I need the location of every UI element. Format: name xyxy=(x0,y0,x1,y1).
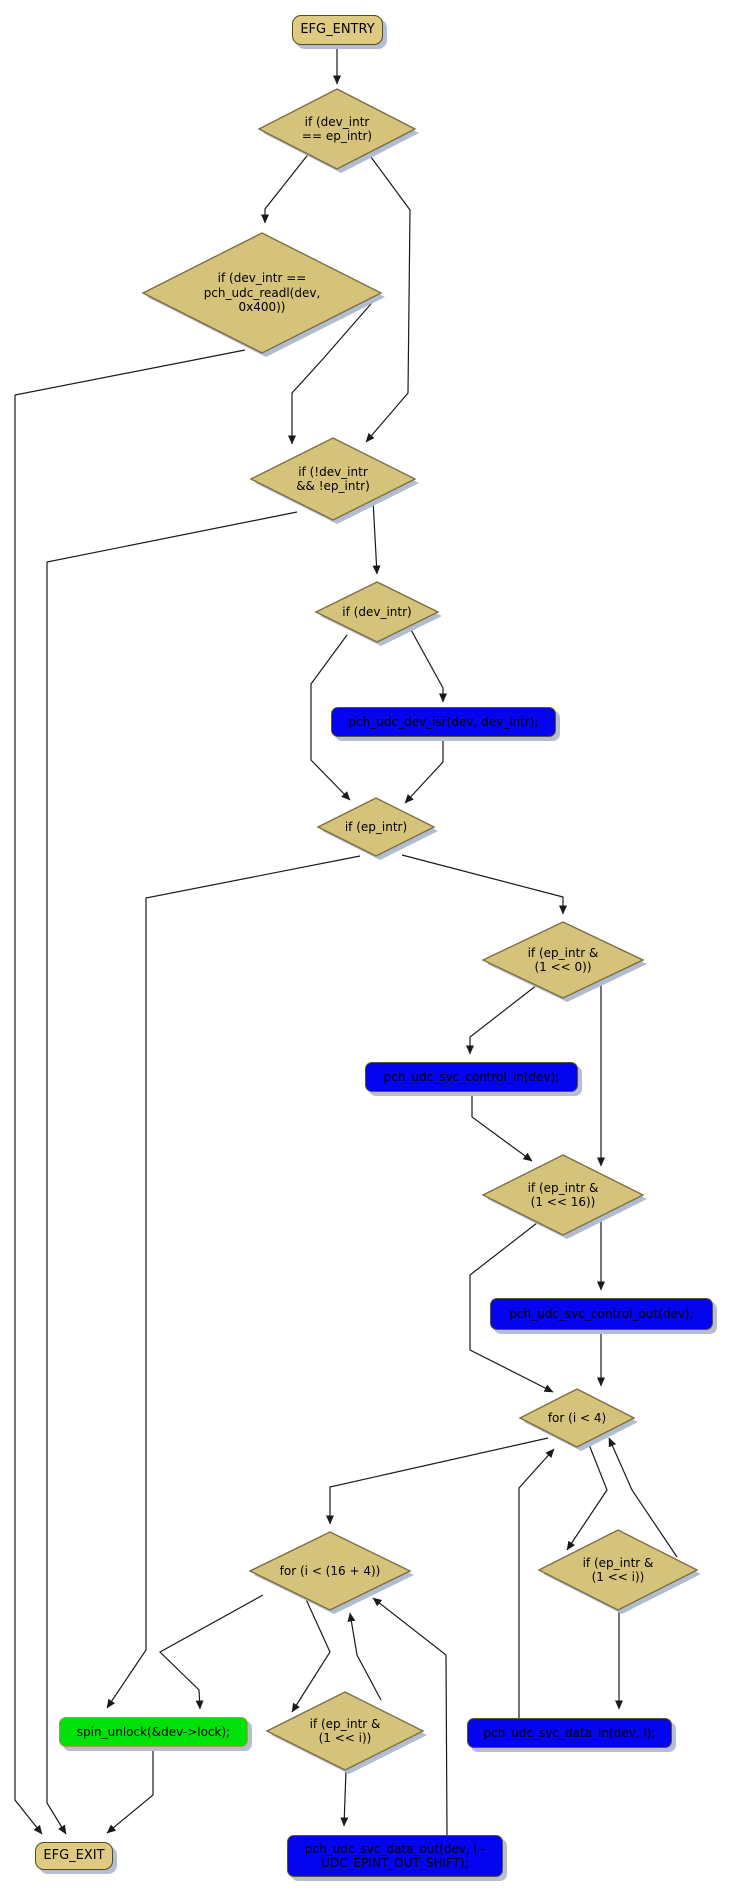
node-efg-exit[interactable]: EFG_EXIT xyxy=(35,1842,113,1870)
decision-ctrl-in-label: if (ep_intr & (1 << 0)) xyxy=(527,945,599,974)
decision-for4-label: for (i < 4) xyxy=(547,1410,607,1425)
decision-ep[interactable] xyxy=(316,797,436,857)
edge-data-in-check-to-for4 xyxy=(608,1437,678,1558)
edge-data-out-check-to-for20 xyxy=(347,1612,382,1701)
edge-none-to-dev xyxy=(372,499,381,575)
decision-dev-eq-ep[interactable] xyxy=(257,88,417,170)
edge-for4-to-data-in-check xyxy=(566,1441,608,1551)
edge-dev-eq-ep-to-none xyxy=(365,152,411,443)
decision-for4[interactable] xyxy=(518,1388,636,1448)
edge-p-data-in-to-for4 xyxy=(518,1448,555,1718)
edge-for20-to-data-out-check xyxy=(291,1596,331,1713)
decision-for20-label: for (i < (16 + 4)) xyxy=(279,1563,381,1578)
node-svc-data-out[interactable]: pch_udc_svc_data_out(dev, i - UDC_EPINT_… xyxy=(287,1835,503,1877)
decision-dev-eq-ep-label: if (dev_intr == ep_intr) xyxy=(301,114,373,143)
edge-p-ctrl-in-to-ctrl-out xyxy=(471,1092,533,1162)
edge-ep-to-ctrl-in xyxy=(401,854,567,915)
decision-readl[interactable] xyxy=(141,232,383,354)
decision-data-out-check[interactable] xyxy=(265,1691,425,1771)
node-efg-entry[interactable]: EFG_ENTRY xyxy=(292,15,383,45)
decision-none-label: if (!dev_intr && !ep_intr) xyxy=(296,464,370,493)
decision-data-out-check-label: if (ep_intr & (1 << i)) xyxy=(309,1716,381,1745)
edge-ctrl-in-to-p-ctrl-in xyxy=(466,984,538,1055)
node-svc-data-in[interactable]: pch_udc_svc_data_in(dev, i); xyxy=(467,1718,672,1748)
edge-ep-to-unlock xyxy=(106,855,361,1709)
decision-dev-label: if (dev_intr) xyxy=(342,604,412,619)
edge-readl-to-none xyxy=(288,296,378,445)
node-svc-control-out[interactable]: pch_udc_svc_control_out(dev); xyxy=(490,1298,713,1330)
edge-unlock-to-exit xyxy=(106,1747,154,1834)
edge-dev-to-ep xyxy=(310,634,351,801)
decision-ep-label: if (ep_intr) xyxy=(344,819,408,834)
edge-none-to-exit xyxy=(46,511,298,1835)
decision-data-in-check-label: if (ep_intr & (1 << i)) xyxy=(582,1555,654,1584)
decision-ctrl-out-label: if (ep_intr & (1 << 16)) xyxy=(527,1180,599,1209)
decision-dev[interactable] xyxy=(314,581,440,643)
edge-dev-isr-to-ep xyxy=(404,738,444,804)
edge-readl-to-exit xyxy=(14,349,246,1835)
decision-for20[interactable] xyxy=(248,1531,412,1611)
edge-for4-to-for20 xyxy=(326,1437,549,1525)
decision-ctrl-out[interactable] xyxy=(481,1154,645,1236)
edge-data-out-check-to-p-data-out xyxy=(340,1769,349,1827)
node-svc-control-in[interactable]: pch_udc_svc_control_in(dev); xyxy=(365,1062,578,1092)
node-spin-unlock[interactable]: spin_unlock(&dev->lock); xyxy=(59,1717,248,1747)
decision-data-in-check[interactable] xyxy=(537,1529,699,1611)
edge-dev-to-dev-isr xyxy=(409,627,447,703)
edge-for20-to-unlock xyxy=(159,1594,264,1710)
decision-none[interactable] xyxy=(249,437,417,521)
edge-dev-eq-ep-to-readl xyxy=(261,151,311,224)
edge-p-data-out-to-for20 xyxy=(372,1597,448,1836)
decision-ctrl-in[interactable] xyxy=(481,921,645,999)
edge-ctrl-out-to-for4 xyxy=(469,1222,554,1393)
node-dev-isr[interactable]: pch_udc_dev_isr(dev, dev_intr); xyxy=(331,707,556,737)
decision-readl-label: if (dev_intr == pch_udc_readl(dev, 0x400… xyxy=(203,271,321,315)
